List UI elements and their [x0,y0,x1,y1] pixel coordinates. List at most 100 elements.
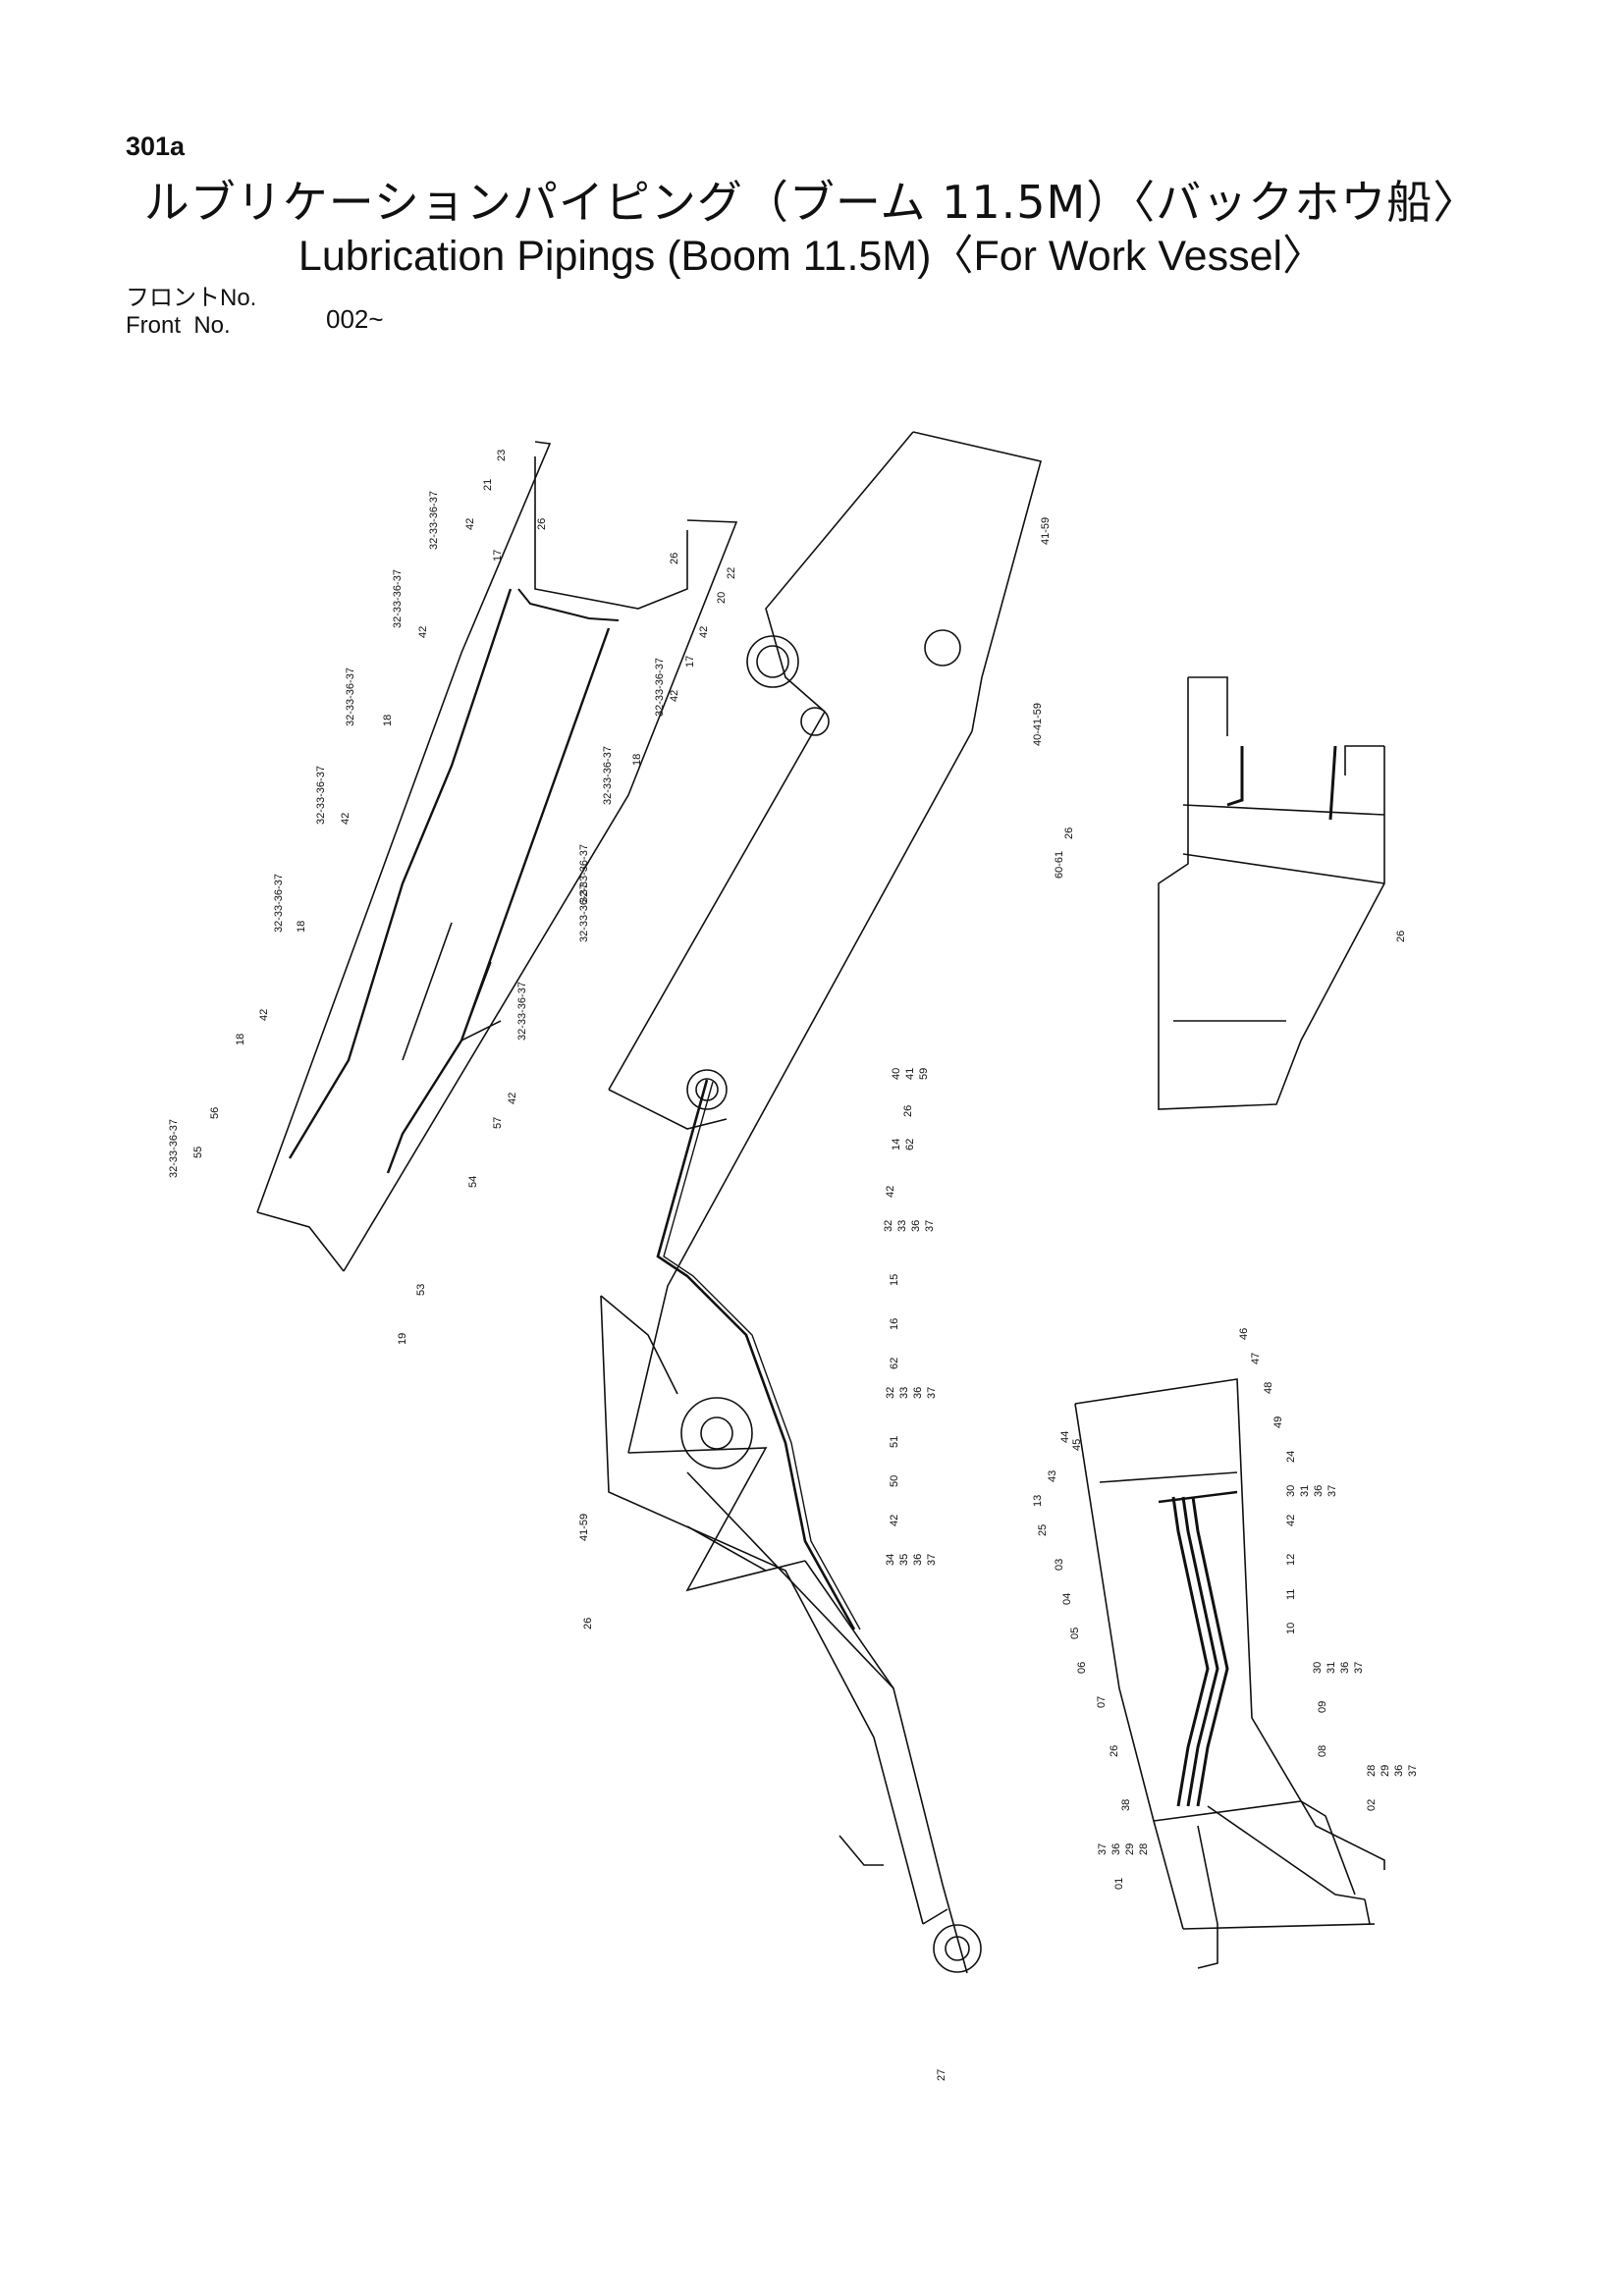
front-label-en: Front No. [126,312,231,339]
callout-label: 26 [1063,828,1075,839]
callout-label: 08 [1317,1745,1328,1757]
callout-label: 02 [1366,1799,1378,1811]
callout-label: 42 [885,1186,896,1198]
callout-label: 41-59 [1040,517,1052,545]
callout-label: 03 [1054,1559,1065,1571]
front-number-label: フロントNo. Front No. [126,285,256,340]
callout-label: 36 [1339,1662,1351,1674]
callout-label: 42 [507,1093,518,1104]
callout-label: 33 [896,1220,908,1232]
front-number-range: 002~ [326,304,384,334]
callout-label: 32-33-36-37 [578,883,590,942]
callout-label: 25 [1037,1524,1049,1536]
callout-label: 54 [467,1176,479,1188]
callout-label: 56 [209,1107,221,1119]
callout-label: 32-33-36-37 [602,746,614,805]
callout-label: 24 [1285,1451,1297,1463]
callout-label: 12 [1285,1554,1297,1566]
callout-label: 23 [496,450,508,461]
callout-label: 42 [1285,1515,1297,1526]
callout-label: 36 [910,1220,922,1232]
callout-label: 37 [1407,1765,1419,1777]
callout-label: 26 [1395,931,1407,942]
callout-label: 38 [1120,1799,1132,1811]
callout-label: 04 [1061,1593,1073,1605]
callout-label: 26 [536,518,548,530]
callout-label: 17 [684,656,696,667]
callout-label: 37 [1326,1485,1338,1497]
callout-label: 59 [918,1068,930,1080]
callout-label: 32-33-36-37 [273,874,285,933]
callout-label: 42 [889,1515,900,1526]
callout-label: 26 [902,1105,914,1117]
callout-label: 36 [912,1387,924,1399]
callout-label: 28 [1366,1765,1378,1777]
callout-label: 49 [1272,1416,1284,1428]
callout-label: 01 [1113,1878,1125,1890]
callout-label: 45 [1071,1439,1083,1451]
callout-label: 43 [1047,1470,1058,1482]
callout-label: 26 [1109,1745,1120,1757]
callout-label: 41-59 [578,1514,590,1541]
callout-label: 18 [631,754,643,766]
page-number: 301a [126,132,186,161]
callout-label: 32-33-36-37 [516,982,528,1041]
callout-label: 42 [417,626,429,638]
callout-label: 18 [296,921,307,933]
page-title-english: Lubrication Pipings (Boom 11.5M)〈For Wor… [298,233,1325,280]
callout-label: 13 [1032,1495,1044,1507]
callout-label: 33 [898,1387,910,1399]
callout-label: 41 [904,1068,916,1080]
callout-label: 19 [397,1333,408,1345]
callout-label: 26 [582,1618,594,1629]
callout-label: 37 [926,1387,938,1399]
callout-label: 15 [889,1274,900,1286]
callout-label: 09 [1317,1701,1328,1713]
callout-label: 30 [1285,1485,1297,1497]
callout-label: 36 [1313,1485,1325,1497]
callout-label: 62 [904,1139,916,1150]
callout-label: 44 [1059,1431,1071,1443]
callout-label: 05 [1069,1628,1081,1639]
callout-label: 55 [192,1147,204,1158]
callout-label: 60-61 [1054,851,1065,879]
callout-label: 30 [1312,1662,1324,1674]
callout-label: 32-33-36-37 [428,491,440,550]
callout-label: 29 [1124,1843,1136,1855]
callout-label: 53 [415,1284,427,1296]
callout-label: 36 [1110,1843,1122,1855]
callout-label: 42 [340,813,352,825]
callout-label: 36 [1393,1765,1405,1777]
callout-label: 37 [1353,1662,1365,1674]
callout-label: 21 [482,479,494,491]
callout-label: 51 [889,1436,900,1448]
callout-label: 32-33-36-37 [392,569,404,628]
callout-label: 11 [1285,1589,1297,1600]
callout-label: 35 [898,1554,910,1566]
callout-label: 32 [883,1220,894,1232]
callout-labels: 23 21 26 32-33-36-37 42 17 26 22 20 42 1… [168,450,1419,2081]
callout-label: 06 [1076,1662,1088,1674]
callout-label: 37 [926,1554,938,1566]
callout-label: 20 [716,592,728,604]
boom-outlines [256,431,1385,1974]
callout-label: 22 [726,567,737,579]
callout-label: 37 [924,1220,936,1232]
callout-label: 31 [1299,1485,1311,1497]
callout-label: 31 [1325,1662,1337,1674]
callout-label: 57 [492,1117,504,1129]
callout-label: 28 [1138,1843,1150,1855]
callout-label: 26 [669,553,680,564]
callout-label: 46 [1238,1328,1250,1340]
callout-label: 14 [891,1139,902,1150]
callout-label: 47 [1250,1353,1262,1364]
callout-label: 42 [464,518,476,530]
callout-label: 32-33-36-37 [345,667,356,726]
callout-label: 16 [889,1318,900,1330]
callout-label: 50 [889,1475,900,1487]
callout-label: 32-33-36-37 [654,658,666,717]
callout-label: 42 [669,690,680,702]
callout-label: 32-33-36-37 [168,1119,180,1178]
callout-label: 40 [891,1068,902,1080]
